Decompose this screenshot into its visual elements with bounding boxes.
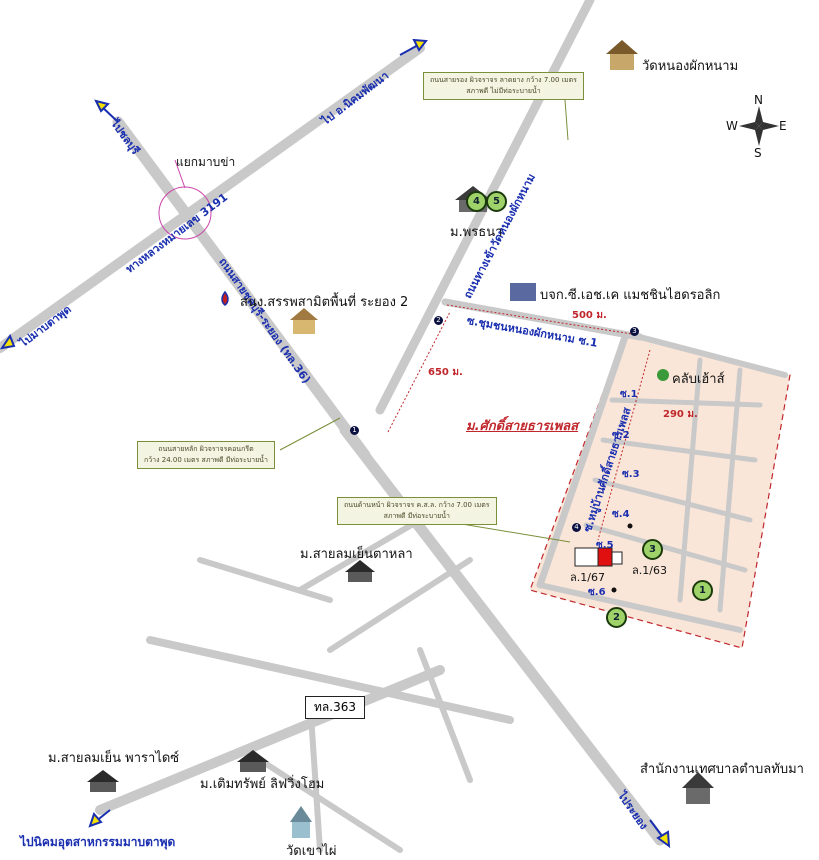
distance-500-label: 500 ม.: [572, 310, 607, 321]
compass-n: N: [754, 93, 763, 107]
marker-4: 4: [466, 191, 487, 212]
club-label: คลับเฮ้าส์: [672, 372, 725, 387]
sanong-label: สนง.สรรพสามิตพื้นที่ ระยอง 2: [240, 295, 409, 310]
marker-1: 1: [692, 580, 713, 601]
soi-3-label: ซ.3: [622, 469, 640, 480]
lot-63-label: ล.1/63: [632, 564, 667, 577]
soi-5-label: ซ.5: [596, 540, 614, 551]
route-363-label: ทล.363: [305, 696, 365, 719]
project-label: ม.ศักดิ์สายธารเพลส: [466, 419, 579, 434]
compass-e: E: [779, 119, 787, 133]
bjk-label: บจก.ซี.เอช.เค แมชชินไฮดรอลิก: [540, 288, 721, 303]
blue-marker-1: 1: [350, 426, 359, 435]
phonthana-label: ม.พรธนา: [450, 225, 503, 240]
distance-650-label: 650 ม.: [428, 367, 463, 378]
marker-5: 5: [486, 191, 507, 212]
blue-marker-3: 3: [630, 327, 639, 336]
plot-lot-67: [574, 547, 599, 567]
distance-lines: [387, 304, 651, 541]
blue-marker-2: 2: [434, 316, 443, 325]
note-secondary-road: ถนนสายรอง ผิวจราจร ลาดยาง กว้าง 7.00 เมต…: [423, 72, 584, 100]
blue-marker-4: 4: [572, 523, 581, 532]
distance-290-label: 290 ม.: [663, 409, 698, 420]
office-label: สำนักงานเทศบาลตำบลทับมา: [640, 762, 804, 777]
note-main-road: ถนนสายหลัก ผิวจราจรคอนกรีตกว้าง 24.00 เม…: [137, 441, 275, 469]
soi-6-label: ซ.6: [588, 587, 606, 598]
wat-khao-phai-label: วัดเขาไผ่: [286, 844, 337, 859]
building-icons: [87, 40, 714, 838]
soi-4-label: ซ.4: [612, 509, 630, 520]
to-industrial-label: ไปนิคมอุตสาหกรรมมาบตาพุด: [20, 835, 176, 849]
termsap-label: ม.เติมทรัพย์ ลิฟวิ่งโฮม: [200, 777, 325, 792]
marker-3: 3: [642, 539, 663, 560]
note-front-road: ถนนด้านหน้า ผิวจราจร ค.ส.ล. กว้าง 7.00 เ…: [337, 497, 497, 525]
compass-icon: [739, 106, 779, 146]
wat-nong-phak-label: วัดหนองผักหนาม: [642, 59, 739, 74]
direction-arrows: [0, 38, 671, 849]
sailom-tala-label: ม.สายลมเย็นตาหลา: [300, 547, 413, 562]
soi-1-label: ซ.1: [620, 389, 638, 400]
lot-67-label: ล.1/67: [570, 571, 605, 584]
compass-s: S: [754, 146, 762, 160]
sailom-paradise-label: ม.สายลมเย็น พาราไดซ์: [48, 751, 180, 766]
marker-2: 2: [606, 607, 627, 628]
soi-2-label: ซ.2: [612, 430, 630, 441]
junction-label: แยกมาบข่า: [176, 155, 236, 169]
compass-w: W: [726, 119, 738, 133]
